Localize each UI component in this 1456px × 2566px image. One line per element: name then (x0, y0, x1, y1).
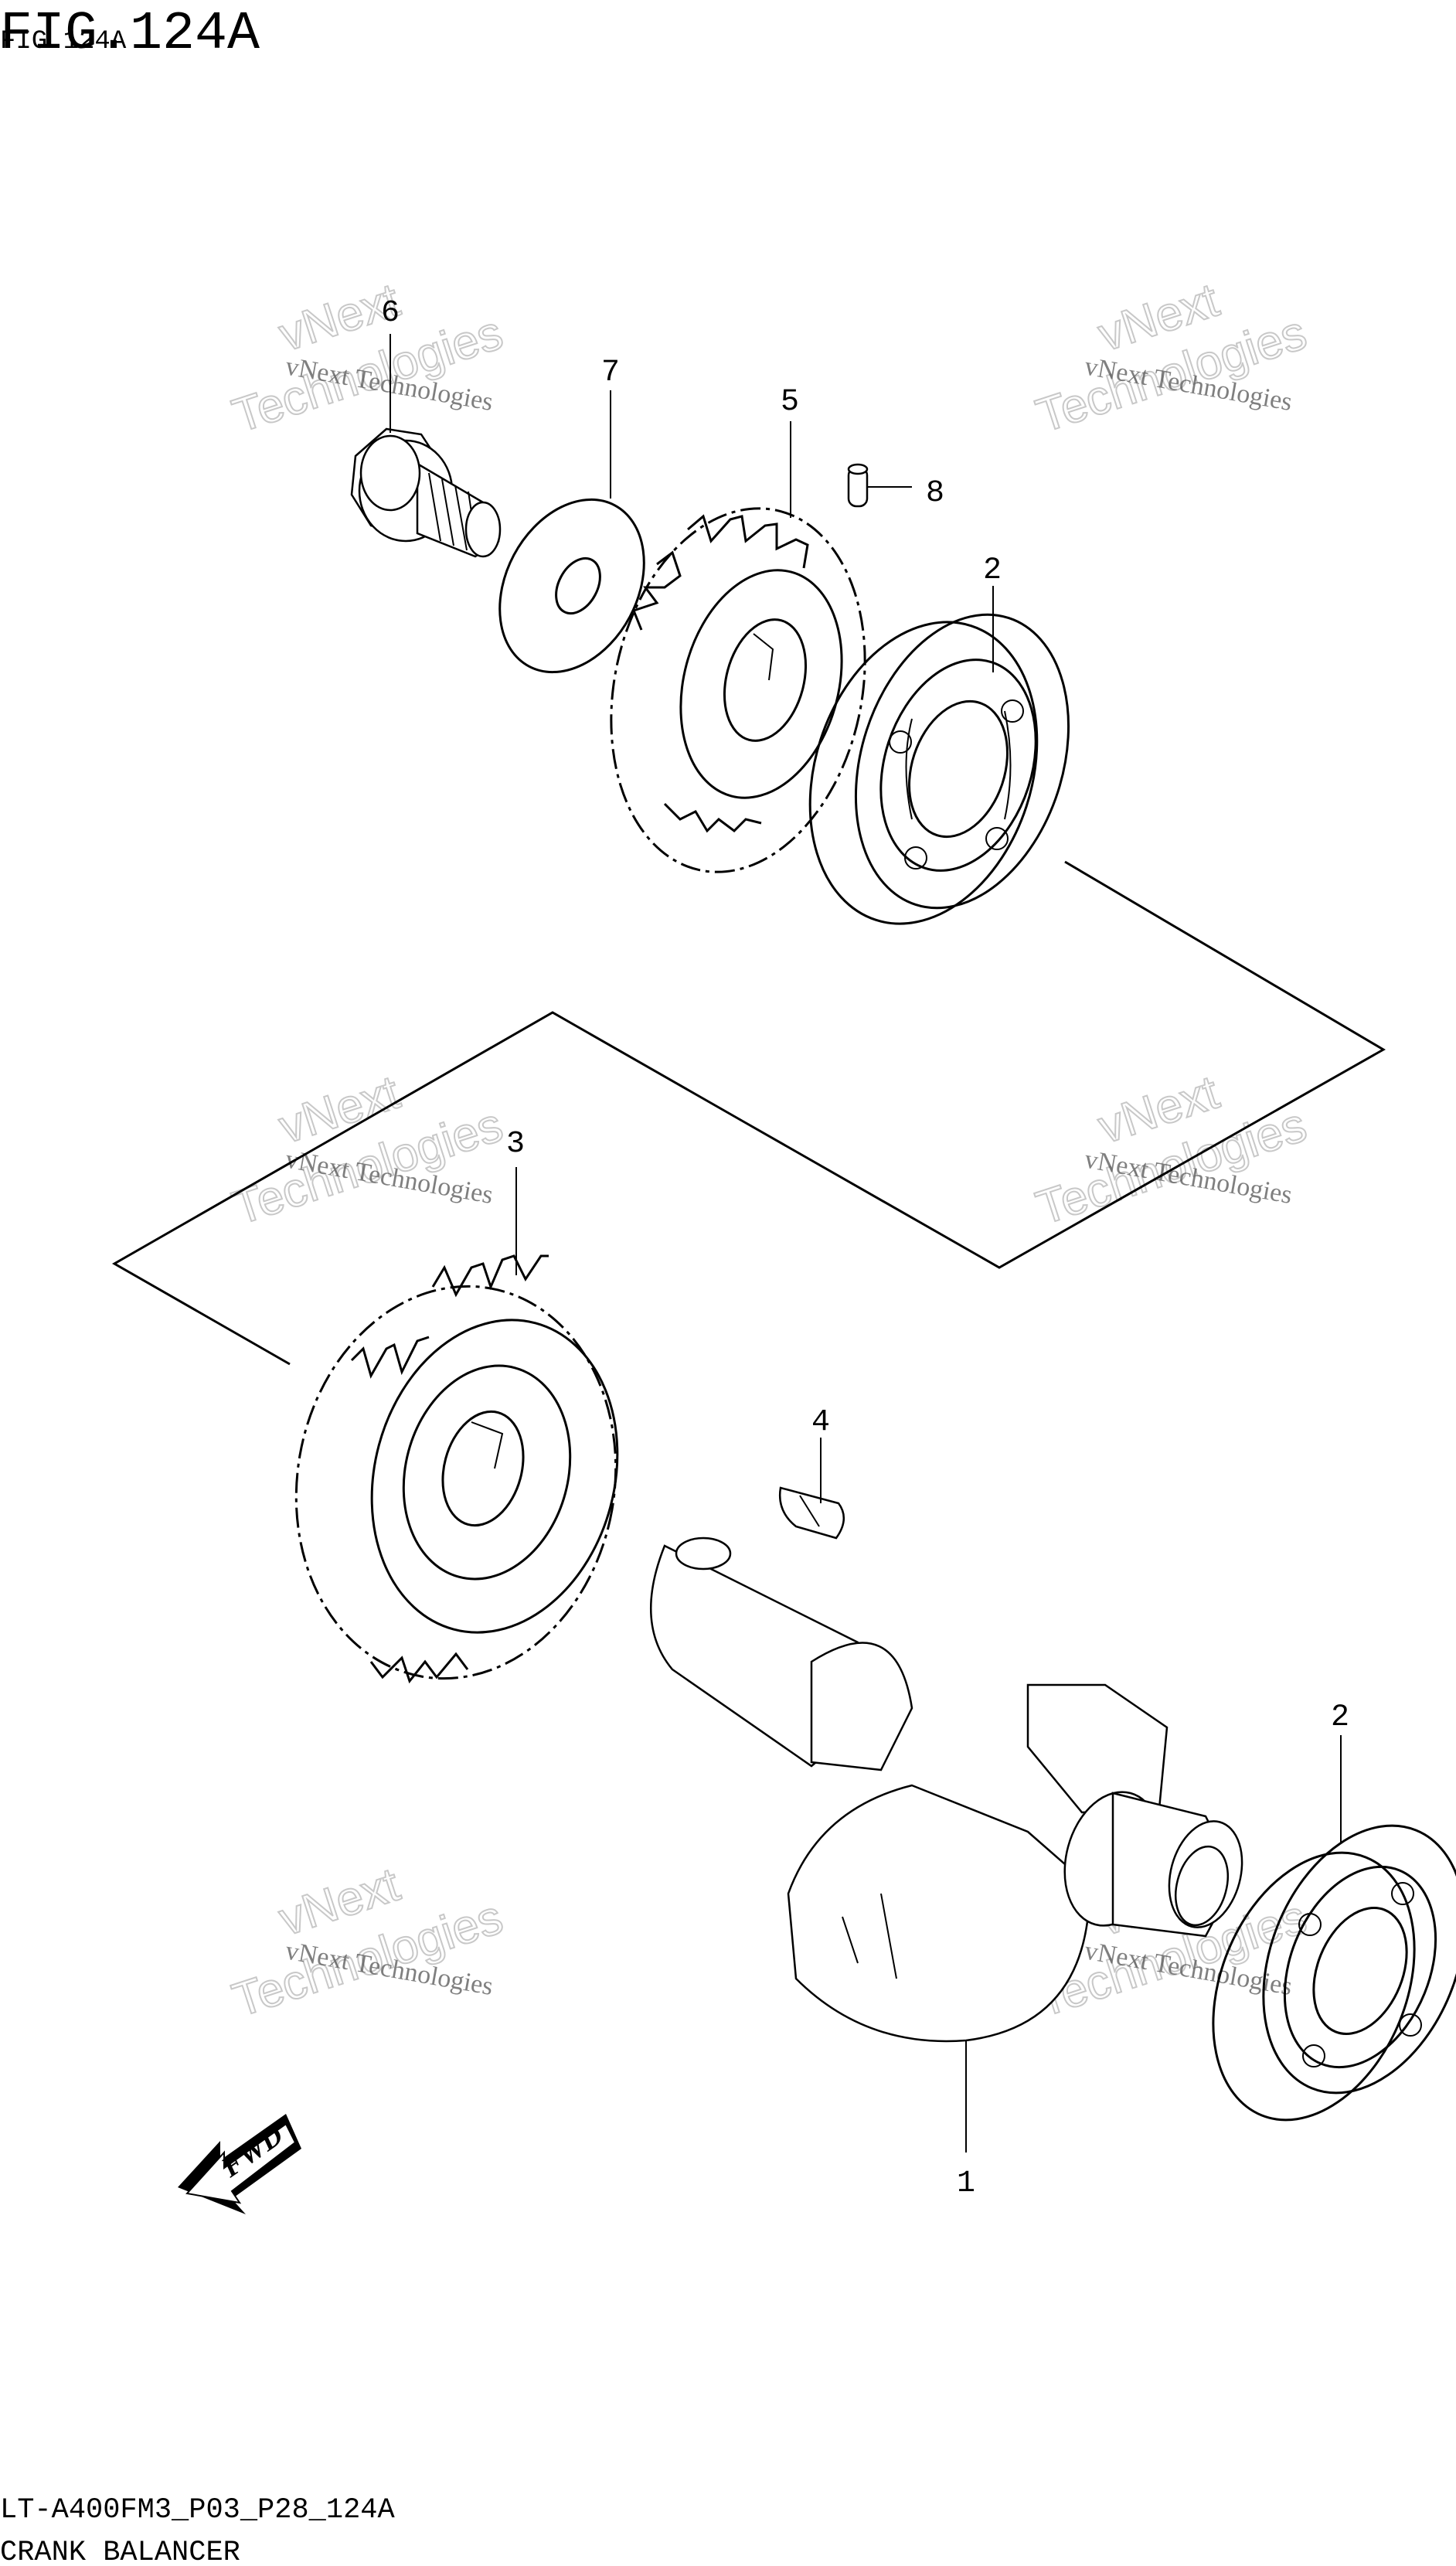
watermark-bottom-left: vNext Technologies vNext Technologies (226, 1857, 510, 2029)
part-washer (498, 498, 645, 674)
part-bearing-lower (1212, 1824, 1456, 2122)
callout-3: 3 (506, 1127, 525, 1162)
callout-2-lower: 2 (1331, 1700, 1349, 1735)
section-name: CRANK BALANCER (0, 2537, 240, 2566)
callout-2-upper: 2 (983, 553, 1002, 588)
part-drive-gear (610, 507, 866, 873)
callout-8: 8 (926, 476, 944, 511)
callout-6: 6 (381, 296, 400, 331)
part-bearing-upper (808, 613, 1070, 925)
callout-4: 4 (811, 1405, 830, 1440)
leader-lines (390, 334, 1342, 2153)
part-crank-balancer (649, 1537, 1243, 2043)
part-driven-gear (294, 1254, 619, 1684)
diagram-code: LT-A400FM3_P03_P28_124A (0, 2494, 395, 2527)
watermark-top-left: vNext Technologies vNext Technologies (226, 273, 510, 444)
figure-title: FIG.124A (0, 4, 260, 65)
callout-7: 7 (601, 356, 620, 390)
watermark-mid-left: vNext Technologies vNext Technologies (226, 1065, 510, 1237)
figure-title-overlay: FIG.124A (0, 27, 127, 56)
watermark-mid-right: vNext Technologies vNext Technologies (1029, 1065, 1314, 1237)
callout-5: 5 (781, 385, 799, 420)
part-dowel-pin (847, 463, 869, 508)
part-woodruff-key (778, 1486, 845, 1540)
part-bolt (350, 427, 502, 558)
callout-1: 1 (957, 2166, 975, 2201)
watermark-top-right: vNext Technologies vNext Technologies (1029, 273, 1314, 444)
assembly-outline (111, 860, 1386, 1366)
fwd-arrow-icon: FWD (178, 2114, 301, 2214)
